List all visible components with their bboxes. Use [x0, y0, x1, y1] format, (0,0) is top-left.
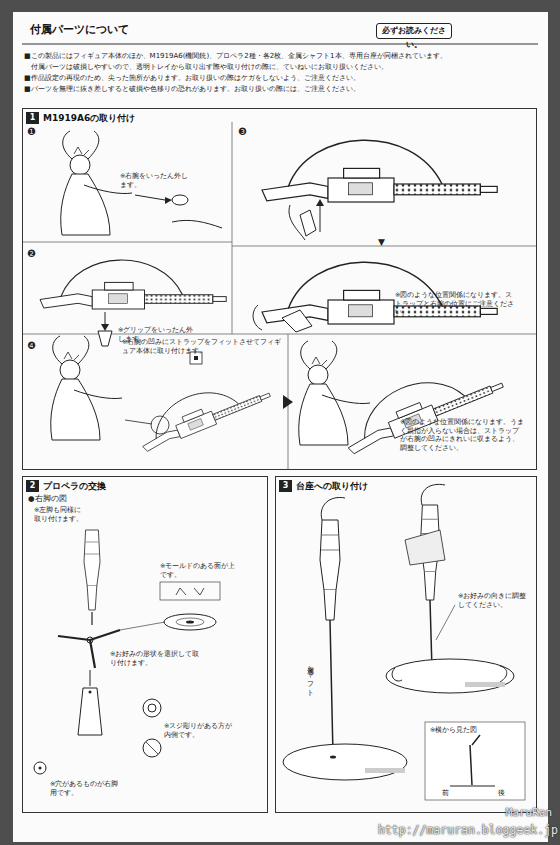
section-number: 1 [26, 112, 39, 124]
step-number: ❹ [27, 340, 41, 352]
note-text: ※右腕をいったん外します。 [120, 172, 190, 189]
note-text: ※お好みの向きに調整してください。 [458, 592, 530, 609]
section-heading: 台座への取り付け [296, 480, 368, 493]
step-number: ❸ [238, 126, 252, 138]
box-text: 1 [26, 112, 39, 124]
watermark: http://maruran.bloggeek.jp [286, 824, 558, 838]
section-box: 台座への取り付け 3 [275, 476, 537, 813]
sheet-title: 付属パーツについて [30, 22, 129, 37]
note-text: ※横から見た図 [430, 726, 520, 735]
note-text: ※左脚も同様に取り付けます。 [34, 506, 84, 523]
bullet-note: 付属パーツは破損しやすいので、透明トレイから取り出す際や取り付けの際に、ていねい… [31, 63, 536, 72]
section-number: 3 [279, 480, 292, 492]
step-number: ❷ [27, 248, 41, 260]
box-text: 2 [26, 480, 39, 492]
direction-label: 後 [498, 789, 510, 798]
subheading: ●右脚の図 [28, 494, 108, 504]
direction-label: 前 [442, 789, 454, 798]
section-box: M1919A6の取り付け 1 [22, 108, 537, 470]
section-heading: プロペラの交換 [43, 480, 106, 493]
arrow-mark: ▼ [378, 237, 392, 248]
watermark: MaruRan [462, 806, 552, 819]
note-text: ※お好みの形状を選択して取り付けます。 [110, 650, 205, 667]
box-text: 3 [279, 480, 292, 492]
bullet-note: ■この製品にはフィギュア本体のほか、M1919A6(機関銃)、プロペラ2種・各2… [24, 52, 539, 61]
notice-box: 必ずお読みください。 [376, 23, 452, 39]
bullet-note: ■パーツを無理に抜き差しすると破損や色移りの恐れがあります。お取り扱いの際には、… [24, 85, 539, 94]
note-text: ※右腕の凹みにストラップをフィットさせてフィギュア本体に取り付けます。 [122, 338, 282, 355]
part-name: 金属シャフト [305, 662, 314, 691]
note-text: ※図のような位置関係になります。うまく親指が入らない場合は、ストラップが右腕の凹… [400, 418, 525, 452]
note-text: ※スジ彫りがある方が内側です。 [164, 722, 239, 739]
note-text: ※図のような位置関係になります。ストラップと右腕の位置にご注意ください。 [395, 291, 515, 317]
step-number: ❶ [27, 126, 41, 138]
note-text: ※穴があるものが右脚用です。 [50, 780, 125, 797]
note-text: ※モールドのある面が上です。 [160, 562, 240, 579]
section-number: 2 [26, 480, 39, 492]
box-text: 必ずお読みください。 [377, 24, 451, 52]
bullet-note: ■作品設定の再現のため、尖った箇所があります。お取り扱いの際はケガをしないよう、… [24, 74, 539, 83]
section-box: プロペラの交換 2 [22, 476, 268, 813]
section-heading: M1919A6の取り付け [43, 112, 135, 125]
